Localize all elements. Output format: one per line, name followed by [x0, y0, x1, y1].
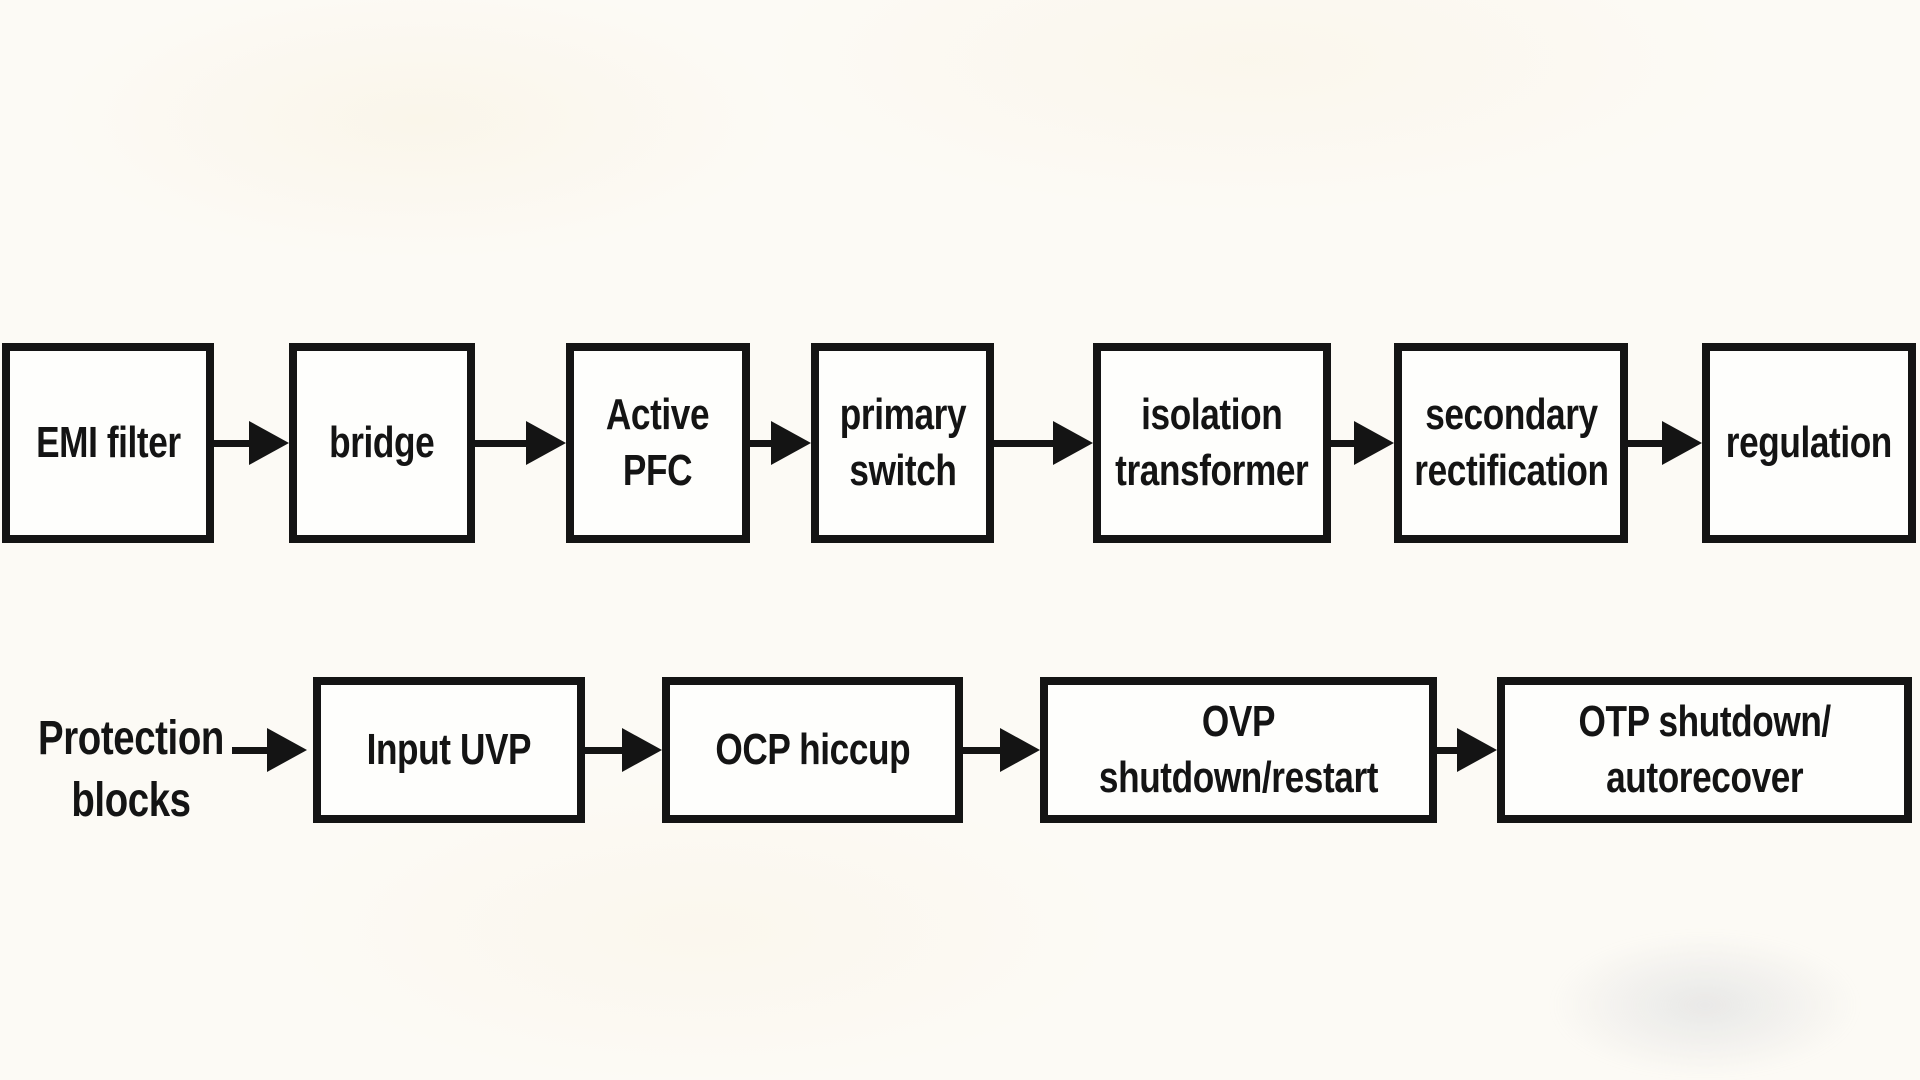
block-ovp-shutdown-restart-label: OVP shutdown/restart [1098, 697, 1379, 802]
arrow-shaft [475, 440, 532, 447]
protection-blocks-label: Protection blocks [38, 712, 224, 827]
block-regulation: regulation [1702, 343, 1916, 543]
flow-arrow-primary-switch-to-transformer [994, 421, 1093, 465]
block-ocp-hiccup-label: OCP hiccup [715, 725, 910, 774]
arrowhead-icon [1053, 421, 1093, 465]
flow-arrow-transformer-to-rectification [1331, 421, 1394, 465]
arrowhead-icon [1457, 728, 1497, 772]
arrow-shaft [1628, 440, 1668, 447]
block-ocp-hiccup: OCP hiccup [662, 677, 963, 823]
arrowhead-icon [622, 728, 662, 772]
block-otp-shutdown-autorecover: OTP shutdown/ autorecover [1497, 677, 1912, 823]
flow-arrow-ocp-to-ovp [963, 728, 1040, 772]
arrowhead-icon [526, 421, 566, 465]
block-secondary-rectification-label: secondary rectification [1413, 390, 1609, 495]
block-ovp-shutdown-restart: OVP shutdown/restart [1040, 677, 1437, 823]
flow-arrow-ovp-to-otp [1437, 728, 1497, 772]
arrowhead-icon [1354, 421, 1394, 465]
flow-arrow-bridge-to-pfc [475, 421, 566, 465]
block-emi-filter: EMI filter [2, 343, 214, 543]
block-regulation-label: regulation [1725, 418, 1893, 467]
arrowhead-icon [267, 728, 307, 772]
block-bridge: bridge [289, 343, 475, 543]
flow-arrow-rectification-to-regulation [1628, 421, 1702, 465]
block-emi-filter-label: EMI filter [35, 418, 181, 467]
arrow-shaft [1437, 747, 1463, 754]
flow-arrow-uvp-to-ocp [585, 728, 662, 772]
block-primary-switch: primary switch [811, 343, 994, 543]
arrow-shaft [994, 440, 1059, 447]
arrowhead-icon [1662, 421, 1702, 465]
flow-arrow-label-to-input-uvp [232, 728, 307, 772]
flow-arrow-pfc-to-primary-switch [750, 421, 811, 465]
block-input-uvp-label: Input UVP [366, 725, 532, 774]
block-active-pfc: Active PFC [566, 343, 750, 543]
flow-arrow-emi-to-bridge [214, 421, 289, 465]
block-secondary-rectification: secondary rectification [1394, 343, 1628, 543]
arrow-shaft [232, 747, 273, 754]
block-isolation-transformer-label: isolation transformer [1115, 390, 1309, 495]
block-bridge-label: bridge [329, 418, 435, 467]
block-input-uvp: Input UVP [313, 677, 585, 823]
block-active-pfc-label: Active PFC [606, 390, 710, 495]
arrow-shaft [585, 747, 628, 754]
arrow-shaft [750, 440, 777, 447]
block-isolation-transformer: isolation transformer [1093, 343, 1331, 543]
arrow-shaft [1331, 440, 1360, 447]
arrow-shaft [214, 440, 255, 447]
arrow-shaft [963, 747, 1006, 754]
block-otp-shutdown-autorecover-label: OTP shutdown/ autorecover [1578, 697, 1831, 802]
arrowhead-icon [771, 421, 811, 465]
arrowhead-icon [249, 421, 289, 465]
block-primary-switch-label: primary switch [839, 390, 966, 495]
arrowhead-icon [1000, 728, 1040, 772]
erased-watermark-smudge [1545, 930, 1865, 1080]
